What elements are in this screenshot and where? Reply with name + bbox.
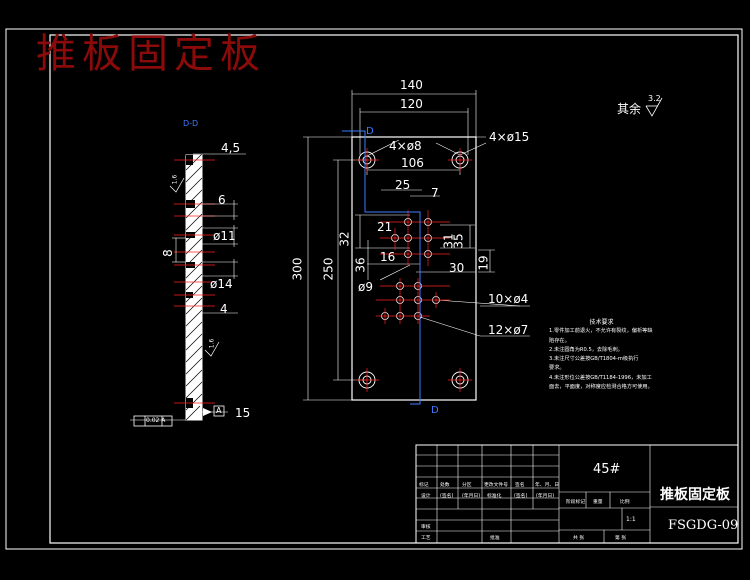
side-dims (130, 153, 246, 421)
dim-106: 106 (401, 156, 424, 170)
section-line (342, 130, 421, 405)
roughness-other-label: 其余 (617, 102, 642, 116)
dim-30: 30 (449, 261, 465, 275)
rough-mark-2 (204, 341, 220, 357)
tb-cell: 设计 (421, 494, 431, 499)
drawing-title: 推板固定板 (36, 31, 266, 77)
front-ext-lines (303, 90, 530, 401)
technical-notes: 技术要求 1.零件加工前退火，不允许有裂纹，偏析等缺 陷存在。 2.未注圆角为R… (549, 318, 654, 392)
tb-cell: 处数 (440, 483, 450, 488)
roughness-value: 3.2 (648, 94, 661, 103)
rough-mark-1 (169, 177, 185, 193)
notes-title: 技术要求 (589, 319, 614, 326)
section-marker-top: D (366, 126, 374, 137)
note-line: 陷存在。 (549, 337, 570, 344)
note-line: 4.未注形位公差按GB/T1184-1996，未加工 (549, 374, 652, 381)
side-tolerance-value: 0.02 A (146, 417, 166, 424)
outer-frame (5, 28, 743, 550)
plate-outline (351, 136, 477, 401)
side-rough-1: 1.6 (171, 174, 179, 185)
drawing-code: FSGDG-09 (668, 518, 739, 533)
dim-12x7: 12×ø7 (488, 323, 529, 337)
dim-dia9: ø9 (358, 280, 373, 294)
dim-140: 140 (400, 78, 423, 92)
side-dim-dia11: ø11 (213, 229, 236, 243)
tb-cell: (年月日) (462, 494, 481, 499)
tb-stage: 比例 (620, 500, 630, 505)
dim-19: 19 (476, 255, 491, 271)
tb-cell: (签名) (440, 494, 454, 499)
scale-value: 1:1 (626, 516, 636, 523)
tb-stage: 阶段标记 (566, 500, 586, 505)
side-dim-15: 15 (235, 406, 251, 420)
tb-cell: 工艺 (421, 536, 431, 541)
tb-cell: 分区 (462, 483, 472, 488)
side-datum-letter: A (216, 406, 222, 415)
dim-10x4: 10×ø4 (488, 292, 529, 306)
tb-cell: 年、月、日 (535, 483, 559, 488)
tb-cell: 签名 (515, 483, 525, 488)
dim-4x8: 4×ø8 (389, 139, 422, 153)
dim-16: 16 (380, 250, 396, 264)
note-line: 2.未注圆角为R0.5，去除毛刺。 (549, 346, 623, 353)
section-label: D-D (183, 119, 198, 128)
tolerance-frame (133, 415, 173, 427)
dim-35: 35 (451, 233, 466, 249)
note-line: 面去，平面度，对称度应检测合格方可使用。 (549, 384, 653, 391)
side-dim-6: 6 (218, 193, 226, 207)
part-name: 推板固定板 (660, 487, 730, 503)
tb-stage: 重量 (593, 500, 603, 505)
side-section-view: D-D (130, 119, 246, 427)
datum-triangle (203, 408, 212, 416)
corner-centers (355, 148, 472, 392)
material-value: 45# (593, 462, 621, 477)
dim-300: 300 (290, 257, 305, 281)
dim-25: 25 (395, 178, 411, 192)
title-block-grid (415, 444, 739, 544)
side-rough-2: 1.6 (208, 338, 216, 349)
note-line: 3.未注尺寸公差按GB/T1804-m级执行 (549, 356, 639, 363)
note-line: 要求。 (549, 365, 565, 372)
tb-sheet: 第 张 (615, 536, 627, 541)
datum-box (213, 405, 225, 417)
tb-cell: 审核 (421, 525, 431, 530)
tb-cell: 标准化 (487, 494, 502, 499)
side-dim-45: 4,5 (221, 141, 241, 155)
dim-36: 36 (353, 257, 368, 273)
tb-cell: 更改文件号 (484, 483, 508, 488)
dim-21: 21 (377, 220, 393, 234)
dim-120: 120 (400, 97, 423, 111)
tb-cell: 批准 (490, 536, 500, 541)
dim-7: 7 (431, 186, 439, 200)
front-view: D D (303, 90, 530, 416)
side-dim-dia14: ø14 (210, 277, 233, 291)
tb-sheet: 共 张 (573, 536, 585, 541)
dim-32: 32 (337, 231, 352, 247)
dim-4x15: 4×ø15 (489, 130, 530, 144)
tb-cell: (签名) (514, 494, 528, 499)
side-dim-8: 8 (160, 249, 175, 257)
roughness-symbol (645, 97, 663, 117)
tb-cell: (年月日) (536, 494, 555, 499)
pin-centers (376, 210, 450, 324)
section-marker-bottom: D (431, 405, 439, 416)
side-dim-4: 4 (220, 302, 228, 316)
tb-cell: 标记 (419, 483, 429, 488)
inner-frame (49, 34, 739, 544)
dim-250: 250 (321, 257, 336, 281)
side-body (185, 154, 203, 421)
note-line: 1.零件加工前退火，不允许有裂纹，偏析等缺 (549, 328, 653, 335)
